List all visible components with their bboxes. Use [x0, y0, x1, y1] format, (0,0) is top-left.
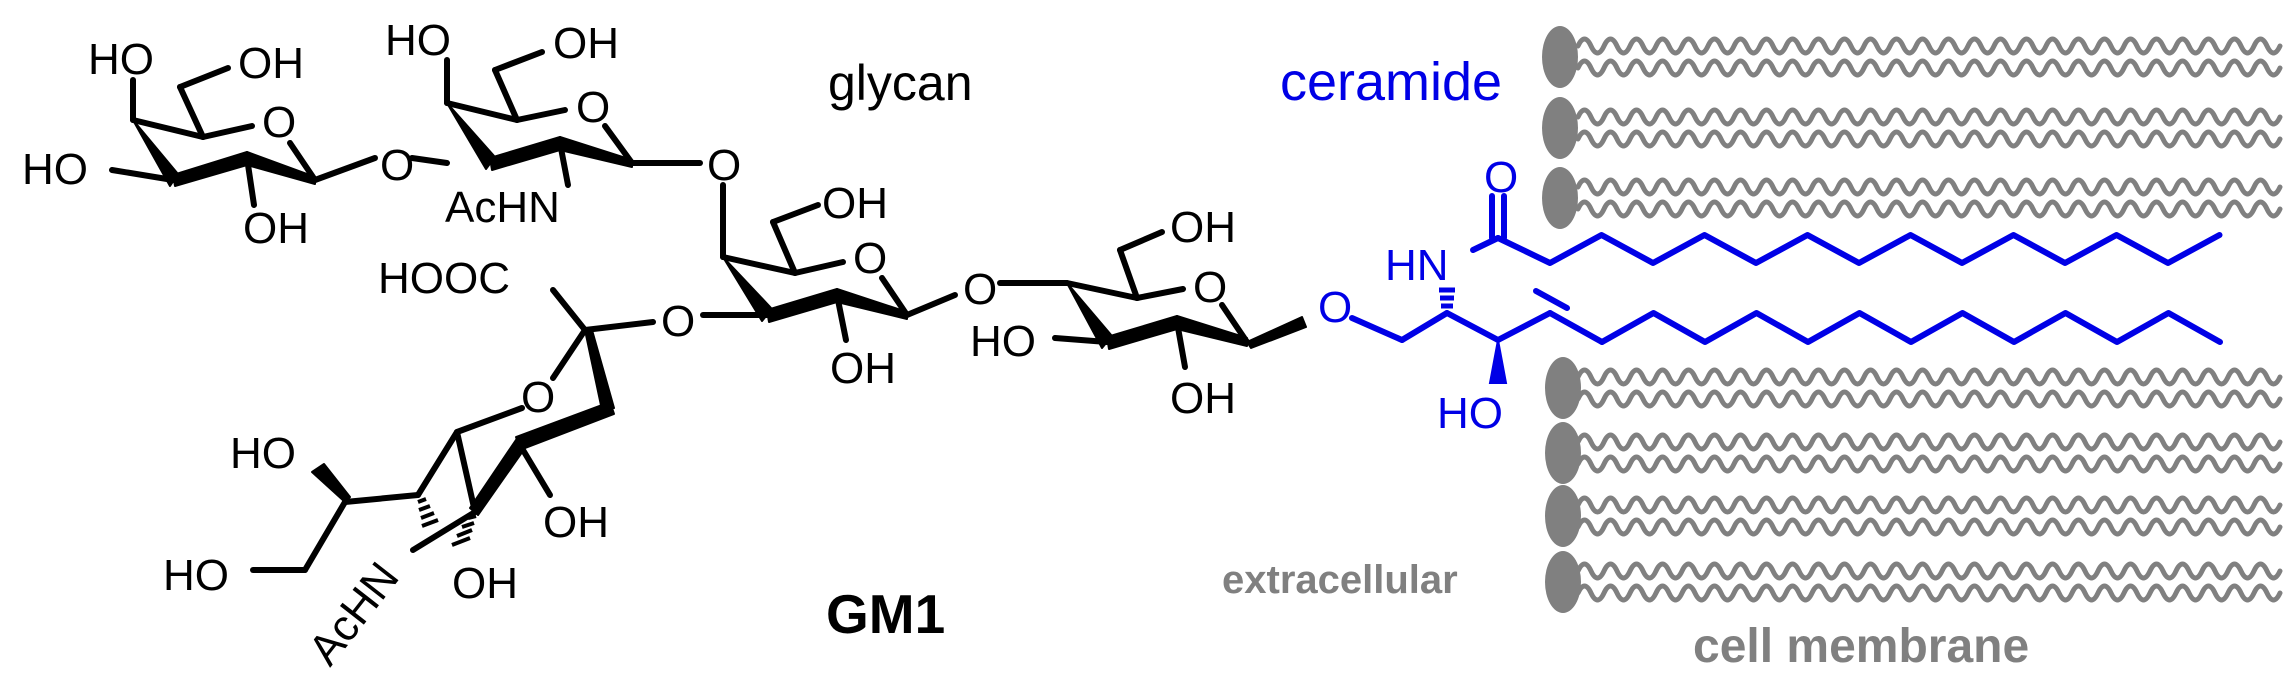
- lipid-tail: [1575, 454, 2283, 474]
- glucose-c3-hydroxyl-label: HO: [970, 317, 1036, 366]
- galnac-acetamido-label: AcHN: [445, 183, 560, 232]
- ceramide-hydroxyl-label: HO: [1437, 389, 1503, 438]
- lipid-tail: [1575, 583, 2283, 603]
- sia-gal-linkage-oxygen: O: [661, 297, 695, 346]
- sialic-c5-hydroxyl-label: OH: [452, 559, 518, 608]
- lipid-head-icon: [1545, 485, 1581, 547]
- internal-galactose-ring: OH O OH: [700, 179, 958, 393]
- gal-glc-linkage-oxygen: O: [963, 265, 997, 314]
- glucose-c6-hydroxyl-label: OH: [1170, 203, 1236, 252]
- galnac-c4-hydroxyl-label: HO: [385, 16, 451, 65]
- internal-galactose-c6-hydroxyl-label: OH: [822, 179, 888, 228]
- membrane-lipid: [1542, 26, 2283, 88]
- membrane-lipid: [1545, 485, 2283, 547]
- sialic-hashed-bond-c5: [451, 514, 477, 547]
- sialic-acid-ring: O HOOC O OH HO HO: [163, 254, 695, 674]
- gal-galnac-linkage-oxygen: O: [380, 141, 414, 190]
- membrane-lipid: [1545, 357, 2283, 419]
- sialic-hashed-bond-c7: [417, 497, 439, 528]
- ceramide-label: ceramide: [1280, 52, 1502, 112]
- membrane-lipid: [1542, 97, 2283, 159]
- internal-galactose-ring-oxygen: O: [853, 234, 887, 283]
- sialic-carboxyl-label: HOOC: [378, 254, 510, 303]
- sialic-c4-hydroxyl-label: OH: [543, 498, 609, 547]
- cell-membrane-label: cell membrane: [1693, 620, 2029, 673]
- galactose-c6-hydroxyl-label: OH: [238, 39, 304, 88]
- lipid-tail: [1575, 36, 2283, 56]
- galactose-c4-hydroxyl-label: HO: [88, 35, 154, 84]
- lipid-tail: [1575, 58, 2283, 78]
- lipid-head-icon: [1542, 167, 1578, 229]
- glucose-ring-oxygen: O: [1193, 263, 1227, 312]
- sialic-c9-hydroxyl-label: HO: [163, 551, 229, 600]
- lipid-tail: [1575, 107, 2283, 127]
- terminal-galactose-ring: HO OH O HO OH: [22, 35, 378, 253]
- galnac-gal-linkage-oxygen: O: [707, 141, 741, 190]
- glucose-c2-hydroxyl-label: OH: [1170, 374, 1236, 423]
- cell-membrane-lipids: [1542, 26, 2283, 613]
- ceramide-carbonyl-oxygen: O: [1484, 153, 1518, 202]
- lipid-tail: [1575, 495, 2283, 515]
- lipid-tail: [1575, 432, 2283, 452]
- lipid-head-icon: [1542, 26, 1578, 88]
- glucose-ring: OH O HO OH: [970, 203, 1307, 423]
- glycan-label: glycan: [828, 55, 973, 111]
- sialic-acetamido-label: AcHN: [299, 553, 408, 674]
- galnac-c6-hydroxyl-label: OH: [553, 19, 619, 68]
- galnac-ring-oxygen: O: [576, 83, 610, 132]
- lipid-tail: [1575, 199, 2283, 219]
- lipid-tail: [1575, 129, 2283, 149]
- lipid-tail: [1575, 367, 2283, 387]
- lipid-head-icon: [1545, 422, 1581, 484]
- lipid-head-icon: [1545, 551, 1581, 613]
- sphingosine-chain: [1599, 310, 2223, 345]
- sialic-ring-oxygen: O: [521, 373, 555, 422]
- membrane-lipid: [1542, 167, 2283, 229]
- fatty-acyl-chain: [1495, 232, 2223, 266]
- lipid-head-icon: [1545, 357, 1581, 419]
- membrane-lipid: [1545, 551, 2283, 613]
- galnac-ring: HO OH O AcHN: [385, 16, 703, 232]
- internal-galactose-c2-hydroxyl-label: OH: [830, 344, 896, 393]
- galactose-ring-oxygen: O: [262, 98, 296, 147]
- extracellular-label: extracellular: [1222, 558, 1458, 602]
- galactose-c3-hydroxyl-label: HO: [22, 145, 88, 194]
- lipid-tail: [1575, 561, 2283, 581]
- ceramide-hashed-nh-bond: [1439, 287, 1455, 309]
- ceramide-amide-nh-label: HN: [1385, 241, 1449, 290]
- compound-name-label: GM1: [826, 583, 945, 645]
- sialic-c8-hydroxyl-label: HO: [230, 429, 296, 478]
- lipid-head-icon: [1542, 97, 1578, 159]
- ceramide-structure: O HN O HO: [1318, 153, 2223, 438]
- ceramide-glycosidic-oxygen: O: [1318, 283, 1352, 332]
- lipid-tail: [1575, 177, 2283, 197]
- lipid-tail: [1575, 517, 2283, 537]
- membrane-lipid: [1545, 422, 2283, 484]
- lipid-tail: [1575, 389, 2283, 409]
- galactose-c2-hydroxyl-label: OH: [243, 204, 309, 253]
